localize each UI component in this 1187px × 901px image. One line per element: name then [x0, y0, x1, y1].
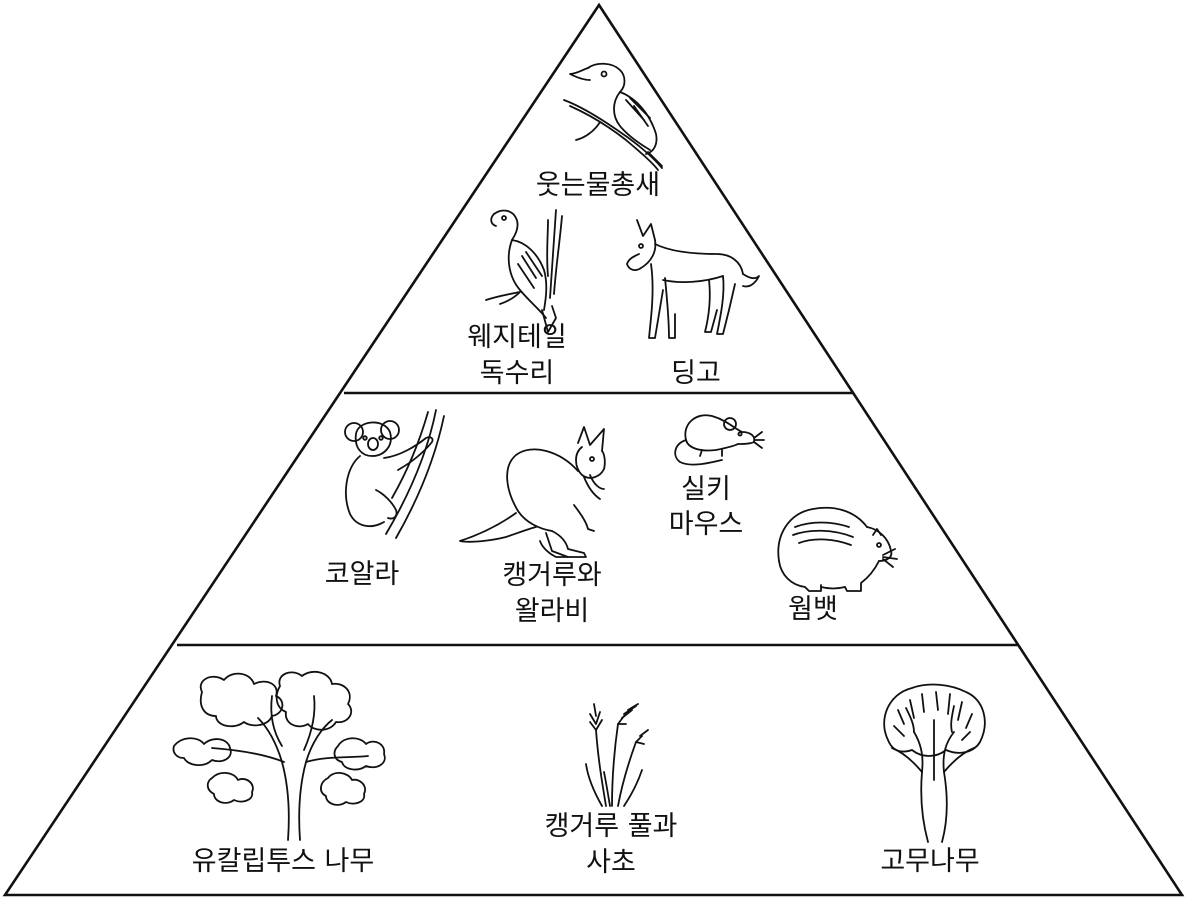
gum-tree-icon — [883, 683, 986, 843]
wedge-tailed-eagle-icon — [485, 209, 563, 333]
label-mouse-line1: 실키 — [681, 474, 731, 505]
label-gum-tree: 고무나무 — [880, 846, 979, 877]
dingo-icon — [626, 219, 760, 339]
label-kangaroo-line2: 왈라비 — [515, 596, 590, 627]
label-dingo: 딩고 — [671, 358, 721, 389]
kookaburra-icon — [563, 62, 663, 171]
wombat-icon — [777, 506, 898, 592]
label-eagle-line1: 웨지테일 — [467, 322, 566, 353]
label-eagle-line2: 독수리 — [480, 358, 555, 389]
label-kookaburra: 웃는물총새 — [536, 170, 660, 201]
label-grass-line1: 캥거루 풀과 — [545, 811, 678, 842]
label-mouse-line2: 마우스 — [669, 509, 744, 540]
label-eucalyptus: 유칼립투스 나무 — [192, 846, 374, 877]
label-wombat: 웜뱃 — [788, 594, 838, 625]
label-grass-line2: 사초 — [586, 847, 636, 878]
koala-icon — [344, 409, 445, 539]
eucalyptus-tree-icon — [172, 670, 386, 841]
silky-mouse-icon — [674, 414, 765, 466]
kangaroo-grass-icon — [585, 703, 649, 807]
label-koala: 코알라 — [325, 559, 400, 590]
label-kangaroo-line1: 캥거루와 — [502, 560, 601, 591]
kangaroo-icon — [459, 426, 606, 558]
